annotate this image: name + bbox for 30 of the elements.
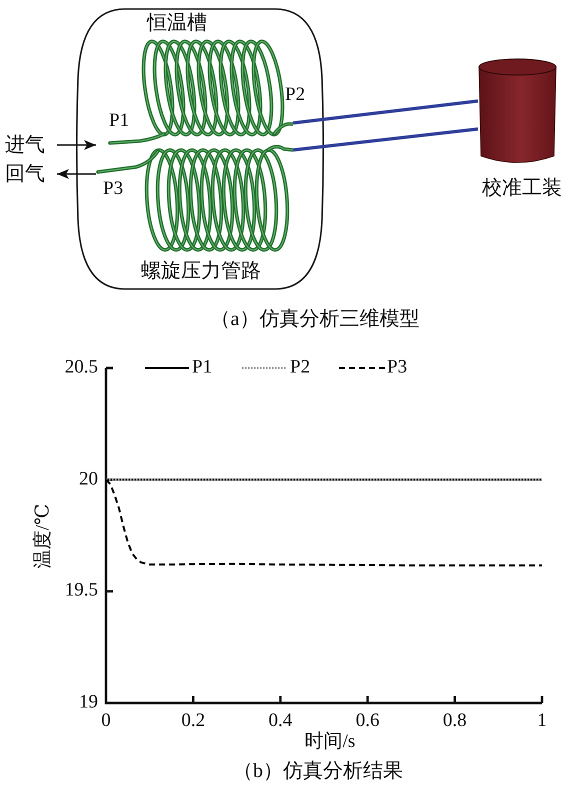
figure-caption: （b）仿真分析结果 xyxy=(233,760,403,782)
figure-caption: （a）仿真分析三维模型 xyxy=(210,308,420,330)
legend-label: P3 xyxy=(387,358,408,378)
tick-label: 19 xyxy=(79,692,98,714)
edge-label: 回气 xyxy=(5,163,45,185)
tick-label: 20 xyxy=(79,469,98,490)
arrow xyxy=(57,140,96,150)
node-label: 恒温槽 xyxy=(147,12,207,34)
tank-outline xyxy=(75,8,325,290)
arrow xyxy=(57,169,96,179)
connector-line xyxy=(292,99,478,125)
edge-label: 进气 xyxy=(5,134,45,156)
tick-label: 0.2 xyxy=(181,711,206,732)
axis-title: 温度/℃ xyxy=(34,503,54,568)
axis-title: 时间/s xyxy=(304,732,356,753)
tick-label: 0 xyxy=(101,711,111,732)
tick-label: 1 xyxy=(537,711,547,732)
point-label: P3 xyxy=(103,179,124,200)
connector-line xyxy=(292,127,478,152)
tick-label: 19.5 xyxy=(64,580,98,602)
point-label: P1 xyxy=(109,111,130,132)
tick-label: 0.4 xyxy=(268,711,292,732)
legend-label: P1 xyxy=(192,358,212,378)
point-label: P2 xyxy=(285,85,306,106)
node-label: 螺旋压力管路 xyxy=(141,260,261,282)
node-caption: 校准工装 xyxy=(482,177,562,199)
legend-label: P2 xyxy=(290,358,310,378)
tick-label: 20.5 xyxy=(64,358,98,378)
tick-label: 0.6 xyxy=(356,711,380,732)
tick-label: 0.8 xyxy=(442,711,467,732)
